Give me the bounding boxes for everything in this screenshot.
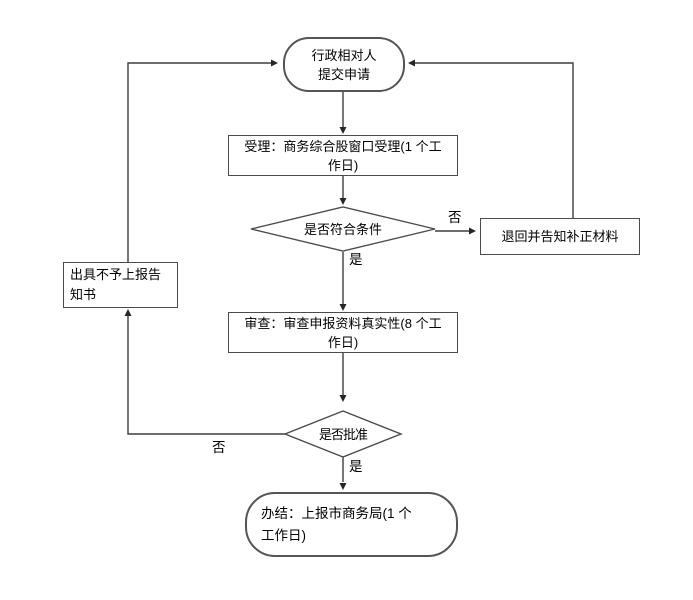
complete-node: 办结：上报市商务局(1 个工作日): [245, 492, 458, 557]
conditions-yes-label: 是: [349, 252, 363, 267]
conditions-no-label: 否: [448, 210, 462, 225]
no-report-notice-step: 出具不予上报告知书: [63, 262, 178, 308]
approval-no-label: 否: [212, 440, 226, 455]
return-materials-step: 退回并告知补正材料: [480, 218, 640, 255]
review-step: 审查：审查申报资料真实性(8 个工作日): [228, 312, 458, 353]
condition-check-label: 是否符合条件: [303, 221, 382, 237]
connector-noreport-to-start: [127, 62, 271, 262]
arrowhead-down-review: [339, 304, 347, 311]
approval-check-label: 是否批准: [318, 426, 368, 442]
arrowhead-down-accept: [339, 127, 347, 134]
arrowhead-right-start: [271, 59, 278, 67]
approval-yes-label: 是: [349, 459, 363, 474]
arrowhead-left-start: [408, 59, 415, 67]
arrowhead-down-conditions: [339, 198, 347, 205]
connector-approval-no-to-noreport: [127, 316, 285, 435]
connector-return-to-start: [415, 62, 574, 218]
arrowhead-right-return: [469, 227, 476, 235]
start-node: 行政相对人 提交申请: [283, 37, 405, 92]
accept-step: 受理：商务综合股窗口受理(1 个工作日): [228, 135, 458, 176]
arrowhead-down-approval: [339, 395, 347, 402]
arrowhead-down-complete: [339, 483, 347, 490]
conditions-diamond-shape: [250, 206, 436, 252]
arrowhead-up-noreport: [124, 309, 132, 316]
approval-diamond-shape: [283, 410, 403, 458]
